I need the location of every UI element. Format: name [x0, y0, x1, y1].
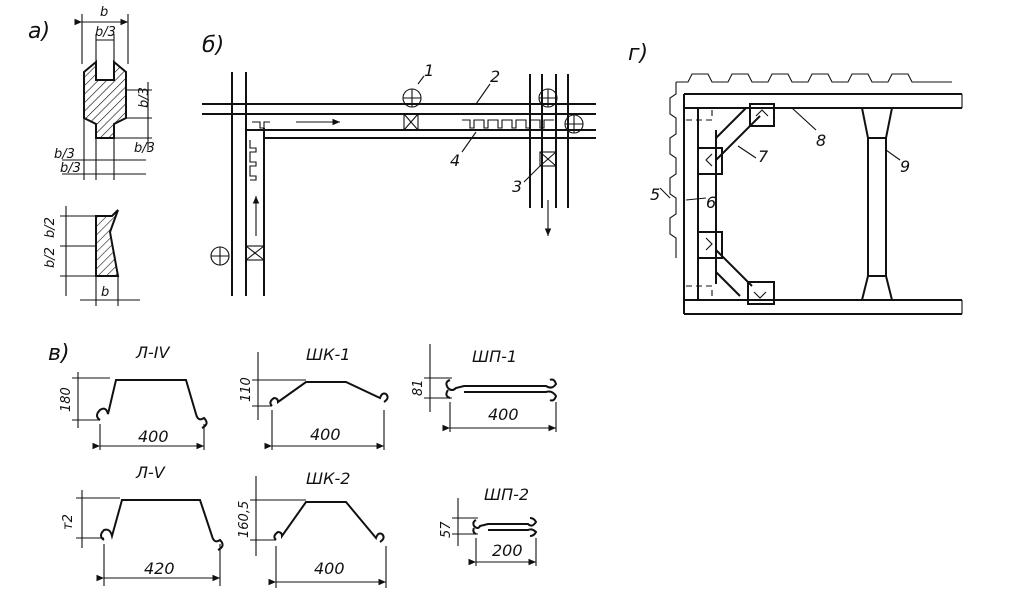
- label-6: 6: [706, 193, 716, 212]
- dim-b3-left-1: b/3: [54, 147, 75, 162]
- dim-b3-left-2: b/3: [60, 161, 81, 176]
- profile-l-iv: Л-IV 180 400: [59, 343, 208, 450]
- profile-shk-2: ШК-2 160,5 400: [237, 469, 387, 588]
- dim-b-bottom: b: [101, 285, 109, 300]
- profile-shp-2: ШП-2 57 200: [439, 485, 538, 566]
- dim-b3-side-1: b/3: [137, 87, 152, 108]
- profile-width: 200: [492, 541, 523, 560]
- panel-a: а) b b/3 b/3 b/3 b/3 b/3 b/2 b/2: [28, 5, 155, 306]
- panel-a-label: а): [28, 19, 50, 44]
- profile-height: 160,5: [237, 501, 252, 538]
- profile-name: ШП-1: [472, 347, 517, 366]
- profile-width: 400: [314, 559, 345, 578]
- dim-b3-side-2: b/3: [134, 141, 155, 156]
- profile-width: 400: [138, 427, 169, 446]
- profile-shp-1: ШП-1 81 400: [411, 344, 558, 432]
- profile-height: 81: [411, 379, 426, 396]
- profile-l-v: Л-V т2 420: [61, 463, 224, 586]
- profile-name: ШК-2: [306, 469, 350, 488]
- profile-height: 110: [239, 377, 254, 402]
- panel-b: б): [202, 33, 596, 296]
- profile-width: 420: [144, 559, 175, 578]
- dim-b2-2: b/2: [43, 247, 58, 268]
- dim-b3-top: b/3: [95, 25, 116, 40]
- profile-name: Л-IV: [135, 343, 171, 362]
- profile-height: 57: [439, 521, 454, 538]
- panel-g-label: г): [628, 41, 648, 66]
- label-3: 3: [512, 177, 522, 196]
- label-8: 8: [816, 131, 826, 150]
- panel-g: г): [628, 41, 963, 315]
- profile-shk-1: ШК-1 110 400: [239, 345, 389, 450]
- profile-height: 180: [59, 387, 74, 412]
- profile-height: т2: [61, 514, 76, 530]
- profile-name: ШП-2: [484, 485, 529, 504]
- label-5: 5: [650, 185, 660, 204]
- profile-name: Л-V: [135, 463, 166, 482]
- profile-width: 400: [310, 425, 341, 444]
- label-1: 1: [424, 61, 434, 80]
- panel-v: в) Л-IV 180 400 ШК-1 110 400: [48, 341, 558, 588]
- dim-b2-1: b/2: [43, 217, 58, 238]
- label-7: 7: [758, 147, 769, 166]
- label-9: 9: [900, 157, 910, 176]
- panel-b-label: б): [202, 33, 224, 58]
- panel-v-label: в): [48, 341, 70, 366]
- label-4: 4: [450, 151, 460, 170]
- dim-b-top: b: [100, 5, 108, 20]
- profile-name: ШК-1: [306, 345, 350, 364]
- label-2: 2: [490, 67, 500, 86]
- profile-width: 400: [488, 405, 519, 424]
